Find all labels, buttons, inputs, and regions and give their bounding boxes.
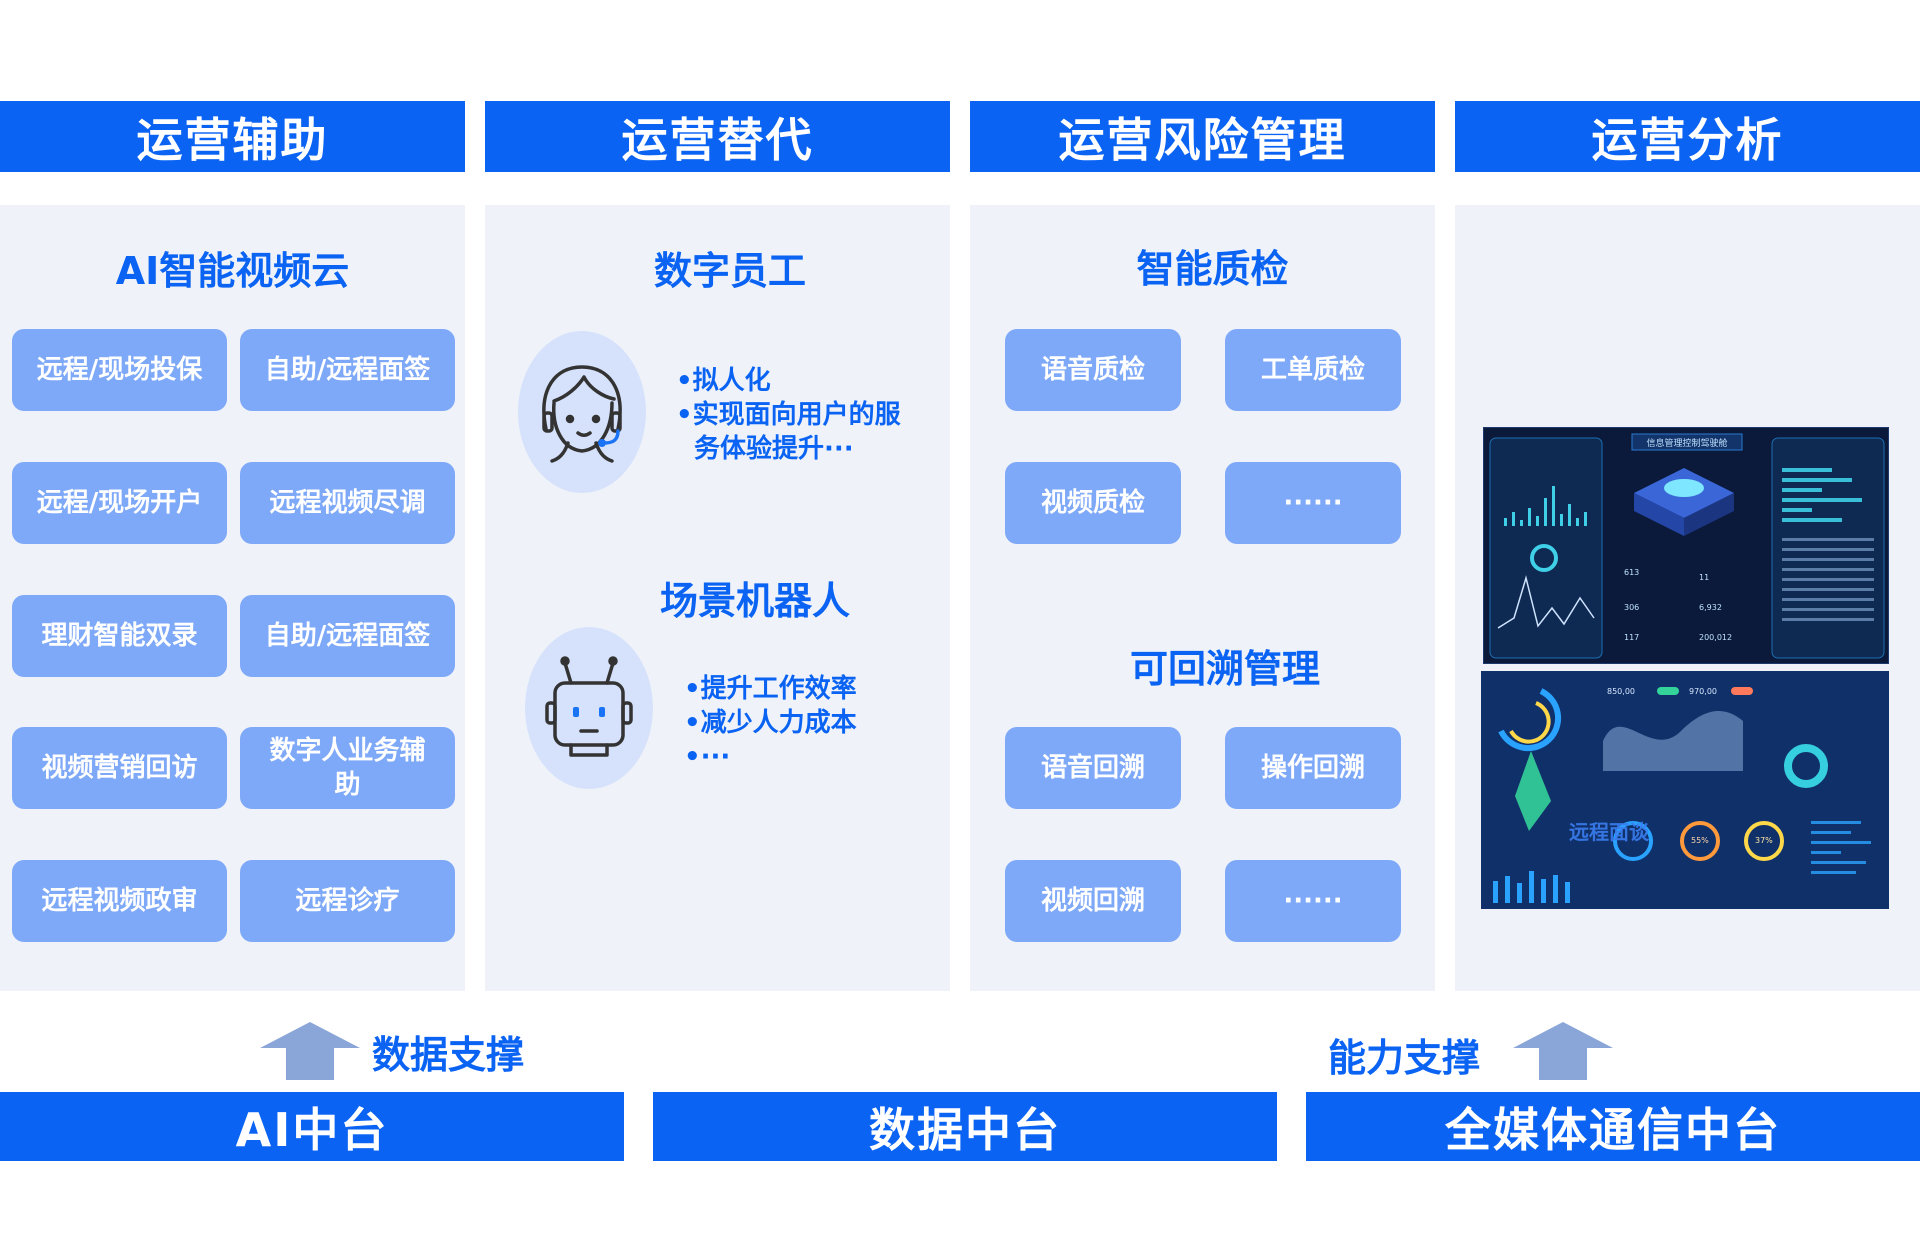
assist-item: 远程诊疗 <box>240 860 455 942</box>
dashboard-title: 信息管理控制驾驶舱 <box>1646 439 1728 449</box>
robot-avatar <box>525 627 653 789</box>
trace-item: 操作回溯 <box>1225 727 1401 809</box>
smart-qc-title: 智能质检 <box>1136 247 1289 291</box>
qc-item: 工单质检 <box>1225 329 1401 411</box>
assist-item: 远程视频尽调 <box>240 462 455 544</box>
assist-item: 数字人业务辅助 <box>240 727 455 809</box>
header-operation-analysis: 运营分析 <box>1455 101 1920 172</box>
qc-item: ······ <box>1225 462 1401 544</box>
video-cloud-title: AI智能视频云 <box>115 249 350 293</box>
platform-ai: AI中台 <box>0 1092 624 1161</box>
trace-item: 语音回溯 <box>1005 727 1181 809</box>
headset-agent-icon <box>542 365 622 463</box>
digital-employee-bullets: •拟人化 •实现面向用户的服 务体验提升··· <box>676 366 901 464</box>
qc-item: 视频质检 <box>1005 462 1181 544</box>
assist-item: 视频营销回访 <box>12 727 227 809</box>
assist-item: 自助/远程面签 <box>240 595 455 677</box>
digital-employee-title: 数字员工 <box>653 249 806 293</box>
dashboard-screenshot-top: 信息管理控制驾驶舱 613 306 117 11 6,932 200,012 <box>1483 427 1889 664</box>
assist-item: 远程/现场开户 <box>12 462 227 544</box>
assist-item: 远程/现场投保 <box>12 329 227 411</box>
header-operation-assist: 运营辅助 <box>0 101 465 172</box>
up-arrow-icon <box>1513 1022 1613 1080</box>
capability-support-label: 能力支撑 <box>1328 1036 1481 1080</box>
assist-item: 远程视频政审 <box>12 860 227 942</box>
trace-item: ······ <box>1225 860 1401 942</box>
assist-item: 自助/远程面签 <box>240 329 455 411</box>
qc-item: 语音质检 <box>1005 329 1181 411</box>
scene-robot-bullets: •提升工作效率 •减少人力成本 •··· <box>684 674 857 772</box>
scene-robot-title: 场景机器人 <box>659 579 850 623</box>
stat: 200,012 <box>1699 633 1733 642</box>
data-support-label: 数据支撑 <box>372 1033 525 1077</box>
header-operation-replace: 运营替代 <box>485 101 950 172</box>
traceback-title: 可回溯管理 <box>1129 647 1320 691</box>
platform-data: 数据中台 <box>653 1092 1277 1161</box>
stat: 117 <box>1624 633 1640 642</box>
stat: 613 <box>1624 568 1640 577</box>
stat: 306 <box>1624 603 1640 612</box>
mini-stat: 55% <box>1691 836 1709 845</box>
up-arrow-icon <box>260 1022 360 1080</box>
assist-item: 理财智能双录 <box>12 595 227 677</box>
mini-stat: 37% <box>1755 836 1773 845</box>
platform-omni-comm: 全媒体通信中台 <box>1306 1092 1920 1161</box>
customer-service-avatar <box>518 331 646 493</box>
dashboard-screenshot-bottom: 850,00 970,00 55% 37% 远程面谈 <box>1481 671 1889 909</box>
header-risk-management: 运营风险管理 <box>970 101 1435 172</box>
stat: 6,932 <box>1699 603 1722 612</box>
dashboard-overlay-label: 远程面谈 <box>1569 820 1649 844</box>
mini-stat: 970,00 <box>1689 687 1717 696</box>
trace-item: 视频回溯 <box>1005 860 1181 942</box>
stat: 11 <box>1699 573 1710 582</box>
mini-stat: 850,00 <box>1607 687 1635 696</box>
robot-icon <box>545 656 633 757</box>
